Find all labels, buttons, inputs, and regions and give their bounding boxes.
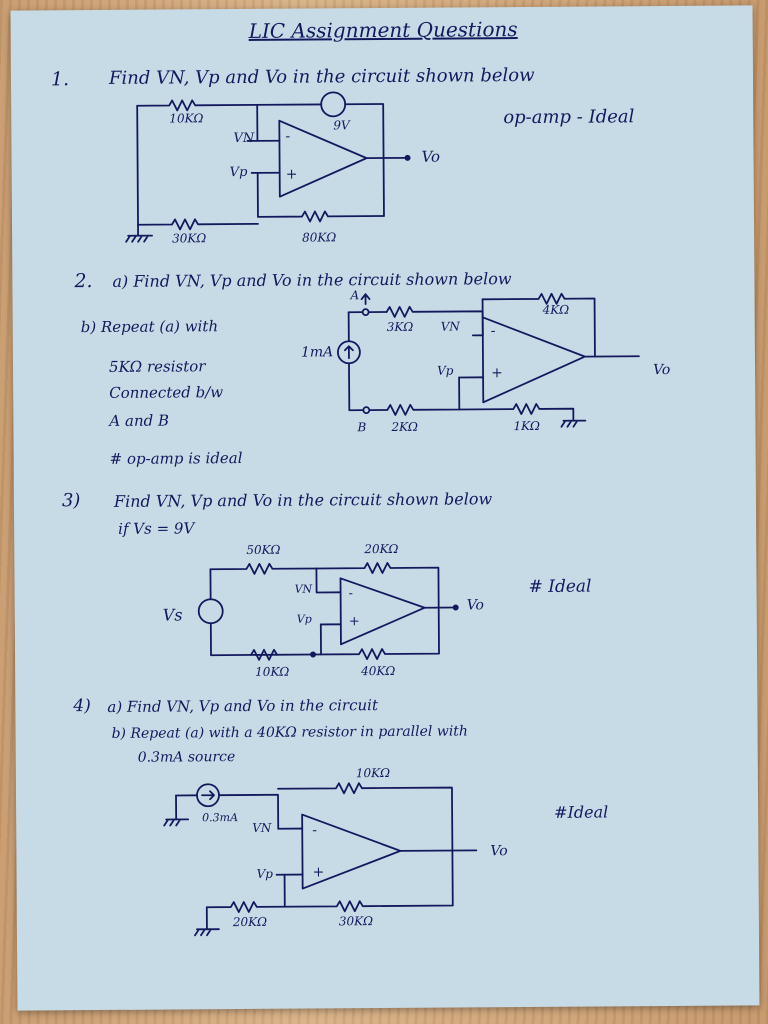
q2-vp-label: Vp bbox=[436, 363, 454, 378]
q4-part-b1: b) Repeat (a) with a 40KΩ resistor in pa… bbox=[111, 723, 468, 742]
q2-a-label: A bbox=[350, 288, 360, 303]
q1-vn-label: VN bbox=[233, 130, 255, 147]
q3-r3-label: 10KΩ bbox=[255, 664, 290, 679]
q2-note: # op-amp is ideal bbox=[109, 448, 243, 468]
q2-part-b-line1: b) Repeat (a) with bbox=[80, 317, 219, 337]
q4-part-b2: 0.3mA source bbox=[137, 749, 236, 766]
q3-text: Find VN, Vp and Vo in the circuit shown … bbox=[113, 489, 493, 511]
q4-r1-label: 10KΩ bbox=[355, 765, 391, 781]
q1-r3-label: 80KΩ bbox=[302, 230, 337, 245]
q3-vp-label: Vp bbox=[296, 612, 312, 626]
q2-plus: + bbox=[491, 365, 503, 382]
q4-minus: - bbox=[312, 822, 318, 839]
q3-plus: + bbox=[348, 614, 360, 630]
q4-vo-label: Vo bbox=[490, 843, 508, 860]
q1-minus: - bbox=[285, 128, 291, 145]
q3-vs-label: Vs bbox=[162, 605, 183, 625]
q3-vn-label: VN bbox=[294, 582, 313, 596]
q4-vn-label: VN bbox=[252, 820, 272, 835]
q1-vp-label: Vp bbox=[229, 164, 248, 181]
q1-r2-label: 30KΩ bbox=[172, 231, 207, 246]
q4-plus: + bbox=[312, 864, 325, 881]
q3-r1-label: 50KΩ bbox=[246, 542, 281, 557]
q4-r3-label: 30KΩ bbox=[338, 914, 374, 929]
q1-circuit bbox=[125, 91, 411, 243]
q2-number: 2. bbox=[74, 270, 93, 293]
q2-part-a: a) Find VN, Vp and Vo in the circuit sho… bbox=[112, 269, 512, 291]
q1-r1-label: 10KΩ bbox=[169, 111, 204, 126]
q4-vp-label: Vp bbox=[256, 866, 273, 881]
q2-part-b-line2: 5KΩ resistor bbox=[108, 357, 206, 376]
q2-src-label: 1mA bbox=[300, 344, 334, 361]
q3-note: # Ideal bbox=[528, 576, 592, 597]
assignment-sheet: LIC Assignment Questions 1. Find VN, Vp … bbox=[10, 5, 760, 1011]
q2-vn-label: VN bbox=[440, 319, 460, 334]
q2-r4-label: 1KΩ bbox=[513, 418, 541, 434]
q1-plus: + bbox=[285, 166, 298, 183]
q4-note: #Ideal bbox=[554, 802, 609, 822]
q2-part-b-line4: A and B bbox=[109, 411, 170, 430]
q3-vo-label: Vo bbox=[466, 597, 485, 614]
q3-r4-label: 40KΩ bbox=[361, 663, 396, 679]
q3-number: 3) bbox=[61, 490, 81, 512]
q3-r2-label: 20KΩ bbox=[364, 541, 399, 557]
q4-number: 4) bbox=[73, 696, 91, 717]
q4-part-a: a) Find VN, Vp and Vo in the circuit bbox=[107, 696, 379, 716]
q2-vo-label: Vo bbox=[652, 362, 671, 379]
q2-r2-label: 4KΩ bbox=[542, 302, 570, 317]
q2-b-label: B bbox=[357, 420, 367, 435]
q4-src-label: 0.3mA bbox=[202, 811, 239, 825]
q2-part-b-line3: Connected b/w bbox=[109, 383, 224, 402]
q3-minus: - bbox=[348, 586, 354, 602]
q2-r1-label: 3KΩ bbox=[386, 319, 414, 334]
q2-minus: - bbox=[490, 323, 496, 340]
q1-source-label: 9V bbox=[333, 118, 350, 133]
q3-condition: if Vs = 9V bbox=[118, 519, 195, 538]
q2-r3-label: 2KΩ bbox=[391, 419, 419, 434]
q4-r2-label: 20KΩ bbox=[232, 914, 268, 930]
q1-vo-label: Vo bbox=[421, 147, 441, 166]
